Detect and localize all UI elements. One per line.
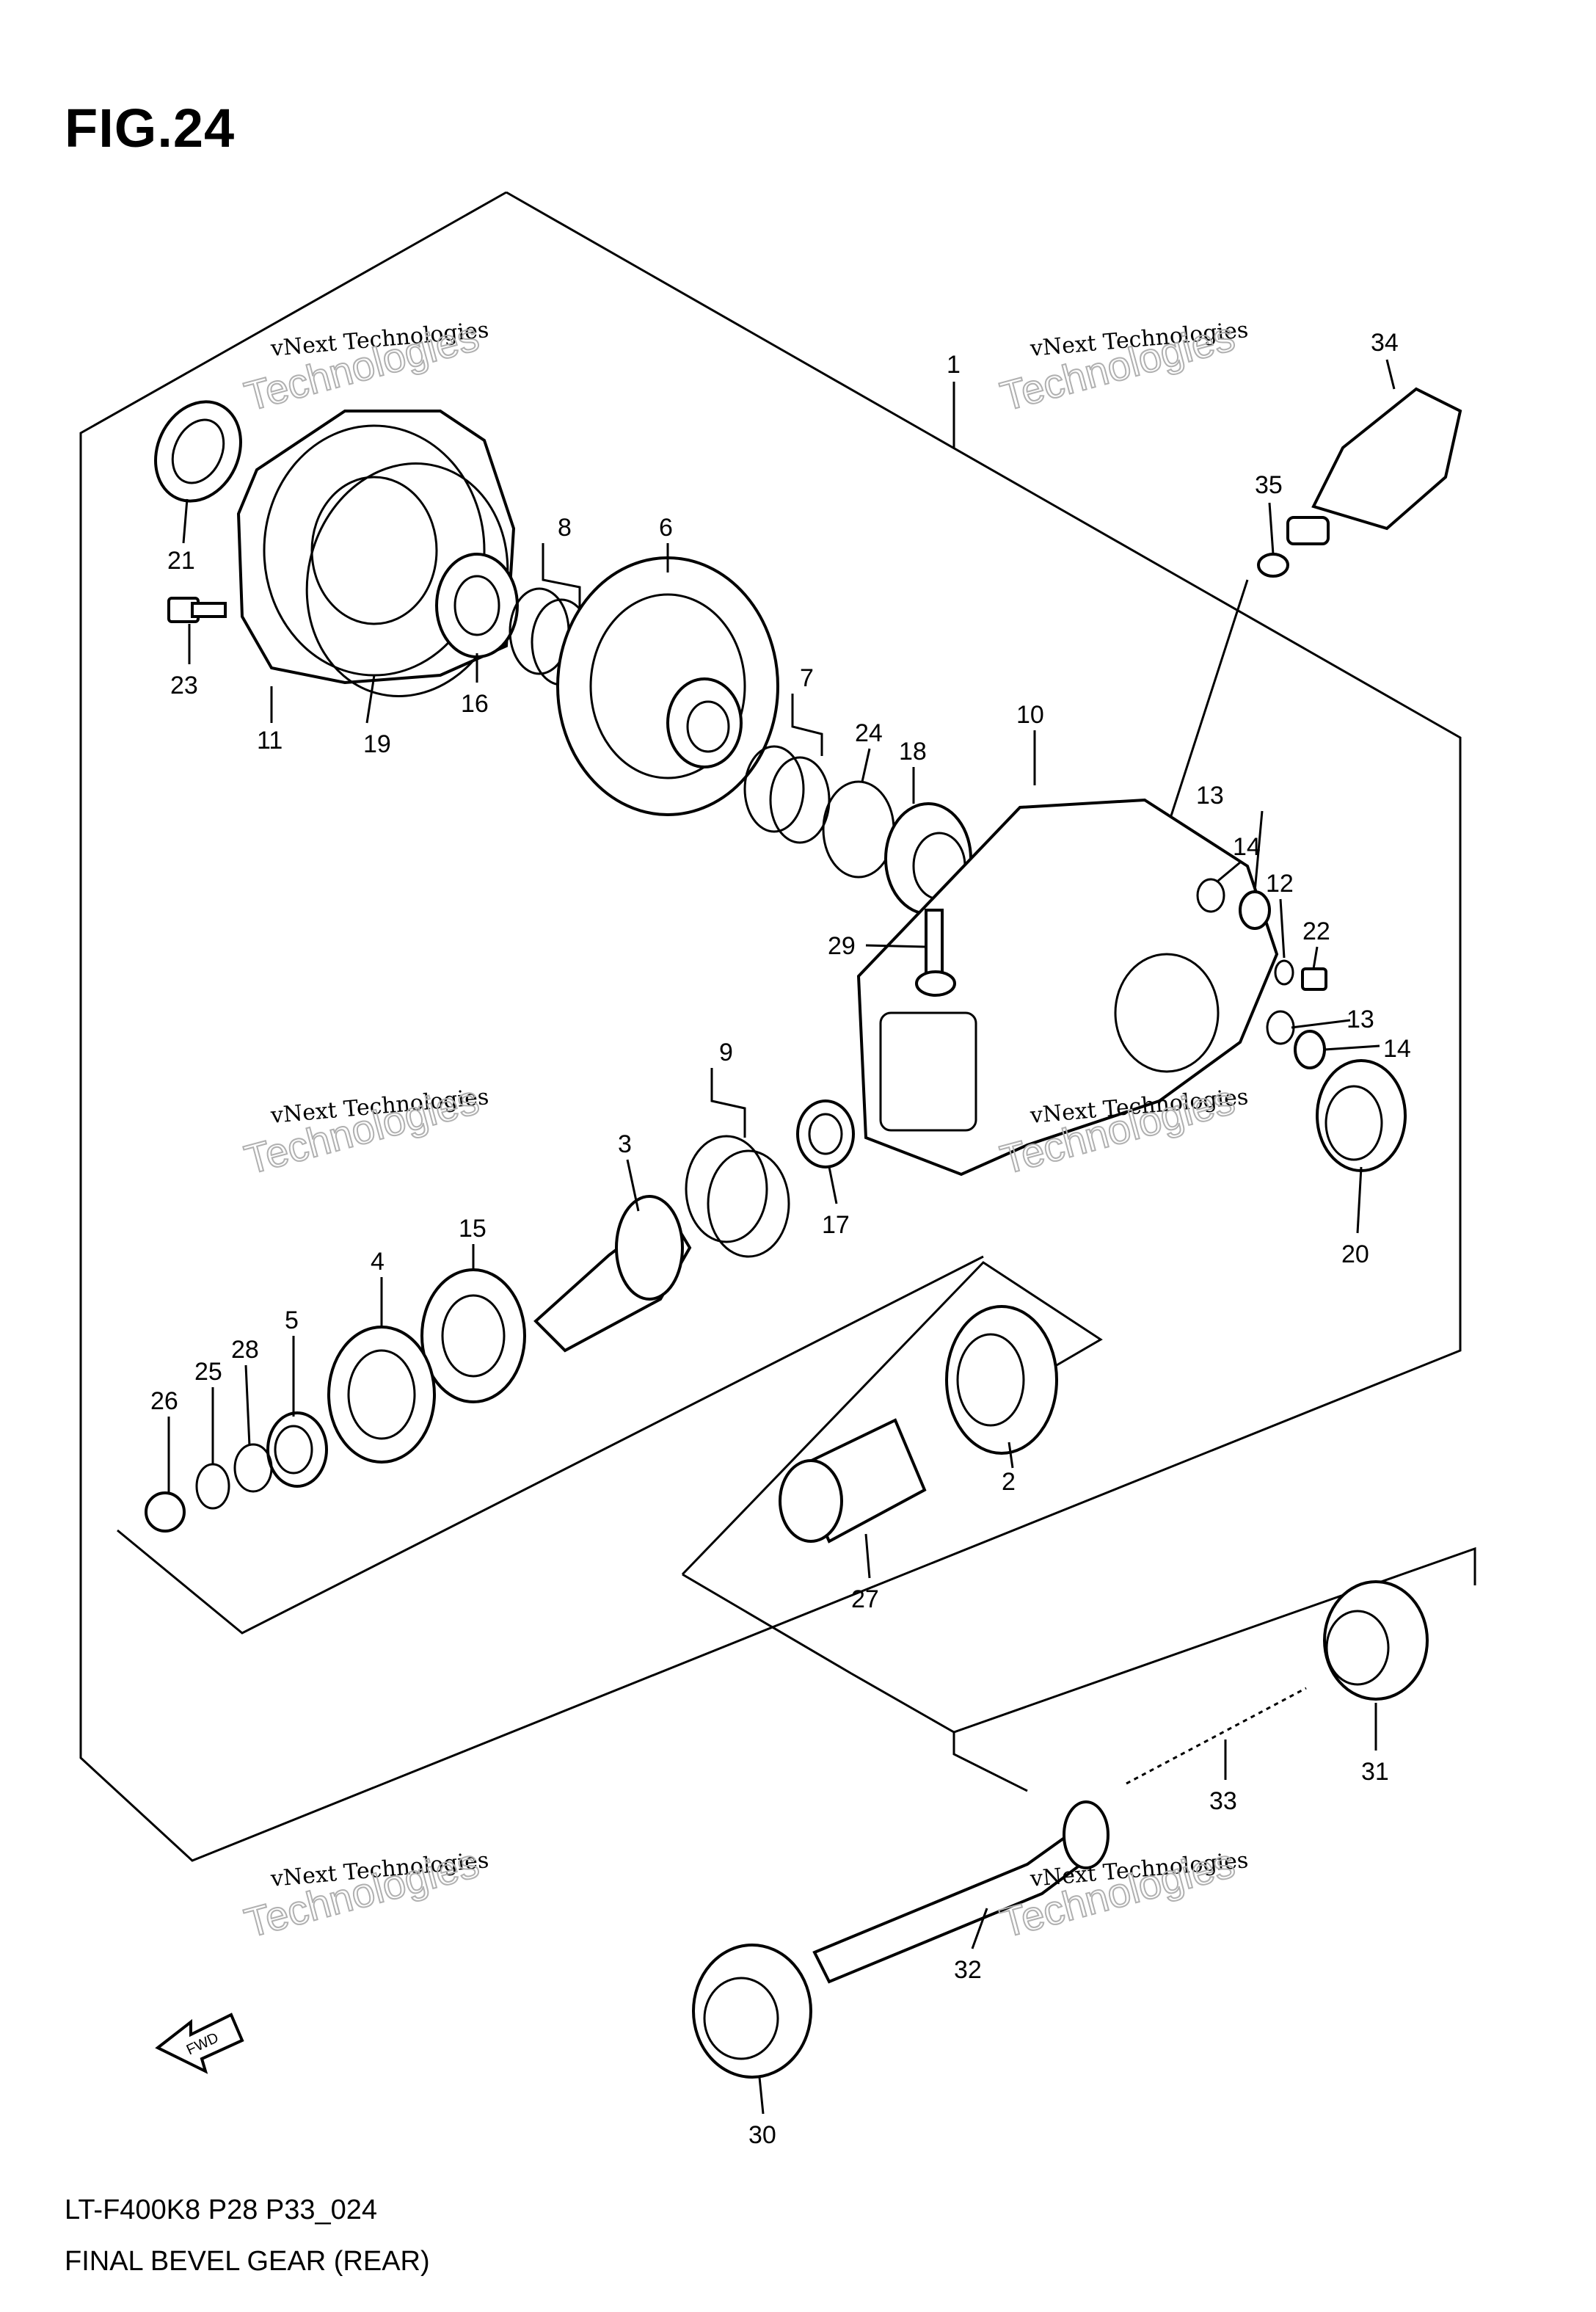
oil-seal-2-part (945, 1305, 1058, 1455)
assembly-boundary-30-33b (952, 1732, 1028, 1792)
plug-14-lower-part (1294, 1030, 1326, 1069)
callout-12: 12 (1266, 870, 1294, 898)
bushing-27-part (779, 1418, 927, 1544)
assembly-boundary-2-27 (681, 1261, 1103, 1576)
callout-3: 3 (618, 1130, 632, 1158)
assembly-boundary-inner (117, 1255, 984, 1635)
callout-6: 6 (659, 514, 673, 542)
needle-bearing-17-part (796, 1099, 855, 1168)
callout-11: 11 (257, 727, 283, 755)
callout-26: 26 (150, 1387, 178, 1415)
washer-28-part (233, 1443, 273, 1493)
washer-25-part (195, 1463, 230, 1510)
callout-leaders (167, 359, 1396, 2115)
callout-22: 22 (1302, 917, 1330, 945)
callout-32: 32 (954, 1956, 982, 1984)
callout-14-lower: 14 (1383, 1035, 1411, 1063)
callout-29: 29 (828, 932, 856, 960)
callout-24: 24 (855, 719, 883, 747)
watermark-line2: Technologies (240, 1076, 484, 1182)
callout-35: 35 (1255, 471, 1283, 499)
callout-9: 9 (719, 1039, 733, 1066)
callout-19: 19 (363, 730, 391, 758)
figure-title: FIG.24 (65, 98, 236, 159)
clamp-35-part (1257, 553, 1289, 578)
assembly-boundary-1 (79, 191, 1462, 1862)
callout-18: 18 (899, 738, 927, 766)
callout-30: 30 (748, 2121, 776, 2149)
callout-16: 16 (461, 690, 489, 718)
diagram-name-label: FINAL BEVEL GEAR (REAR) (65, 2246, 430, 2277)
nut-26-part (145, 1491, 186, 1533)
gear-case-10-part (856, 798, 1279, 1177)
callout-27: 27 (851, 1585, 879, 1613)
callout-33: 33 (1209, 1787, 1237, 1815)
bearing-case-4-part (327, 1326, 436, 1464)
callout-23: 23 (170, 672, 198, 699)
callout-34: 34 (1371, 329, 1399, 357)
gasket-12-part (1274, 959, 1294, 986)
bevel-gear-6-part (556, 556, 779, 816)
bolt-23-part (167, 597, 227, 623)
plug-14-upper-part (1239, 890, 1271, 930)
shim-7-part (743, 745, 831, 844)
gasket-13-lower-part (1266, 1010, 1295, 1045)
callout-4: 4 (371, 1248, 385, 1276)
callout-8: 8 (558, 514, 572, 542)
assembly-boundary-2-27b (682, 1573, 852, 1675)
ring-24-part (822, 780, 895, 879)
damper-31-part (1323, 1580, 1429, 1701)
callout-20: 20 (1341, 1240, 1369, 1268)
oil-seal-21-part (154, 400, 242, 503)
callout-10: 10 (1016, 701, 1044, 729)
callout-21: 21 (167, 547, 195, 575)
callout-7: 7 (800, 664, 814, 692)
callout-5: 5 (285, 1306, 299, 1334)
bearing-16-part (435, 553, 519, 658)
boot-34-part (1286, 387, 1462, 545)
callout-14-upper: 14 (1233, 833, 1261, 861)
callout-28: 28 (231, 1336, 259, 1364)
pinion-3-part (533, 1195, 692, 1353)
callout-13-lower: 13 (1347, 1006, 1374, 1033)
oil-seal-20-part (1316, 1059, 1407, 1172)
spacer-5-part (266, 1411, 328, 1488)
callout-13-upper: 13 (1196, 782, 1224, 810)
bolt-22-part (1301, 967, 1327, 991)
callout-17: 17 (822, 1211, 850, 1239)
breather-29-part (915, 909, 956, 997)
watermark-line2: Technologies (240, 1839, 484, 1946)
watermark-line2: Technologies (996, 1839, 1239, 1946)
callout-31: 31 (1361, 1758, 1389, 1786)
spring-33-part (1126, 1687, 1307, 1785)
shim-9-part (685, 1135, 790, 1258)
callout-1: 1 (947, 351, 961, 379)
gasket-13-upper-part (1196, 878, 1225, 913)
callout-labels: 1 2 3 4 5 6 7 8 9 10 11 12 13 13 14 14 1… (150, 329, 1411, 2149)
model-code-label: LT-F400K8 P28 P33_024 (65, 2195, 378, 2225)
callout-25: 25 (194, 1358, 222, 1386)
assembly-boundary-30-33 (850, 1546, 1476, 1734)
callout-15: 15 (459, 1215, 487, 1243)
bearing-15-part (420, 1268, 526, 1403)
fwd-arrow-icon: FWD (155, 2013, 244, 2074)
shaft-32-part (812, 1800, 1109, 1984)
damper-30-part (692, 1944, 812, 2079)
callout-2: 2 (1002, 1468, 1016, 1496)
